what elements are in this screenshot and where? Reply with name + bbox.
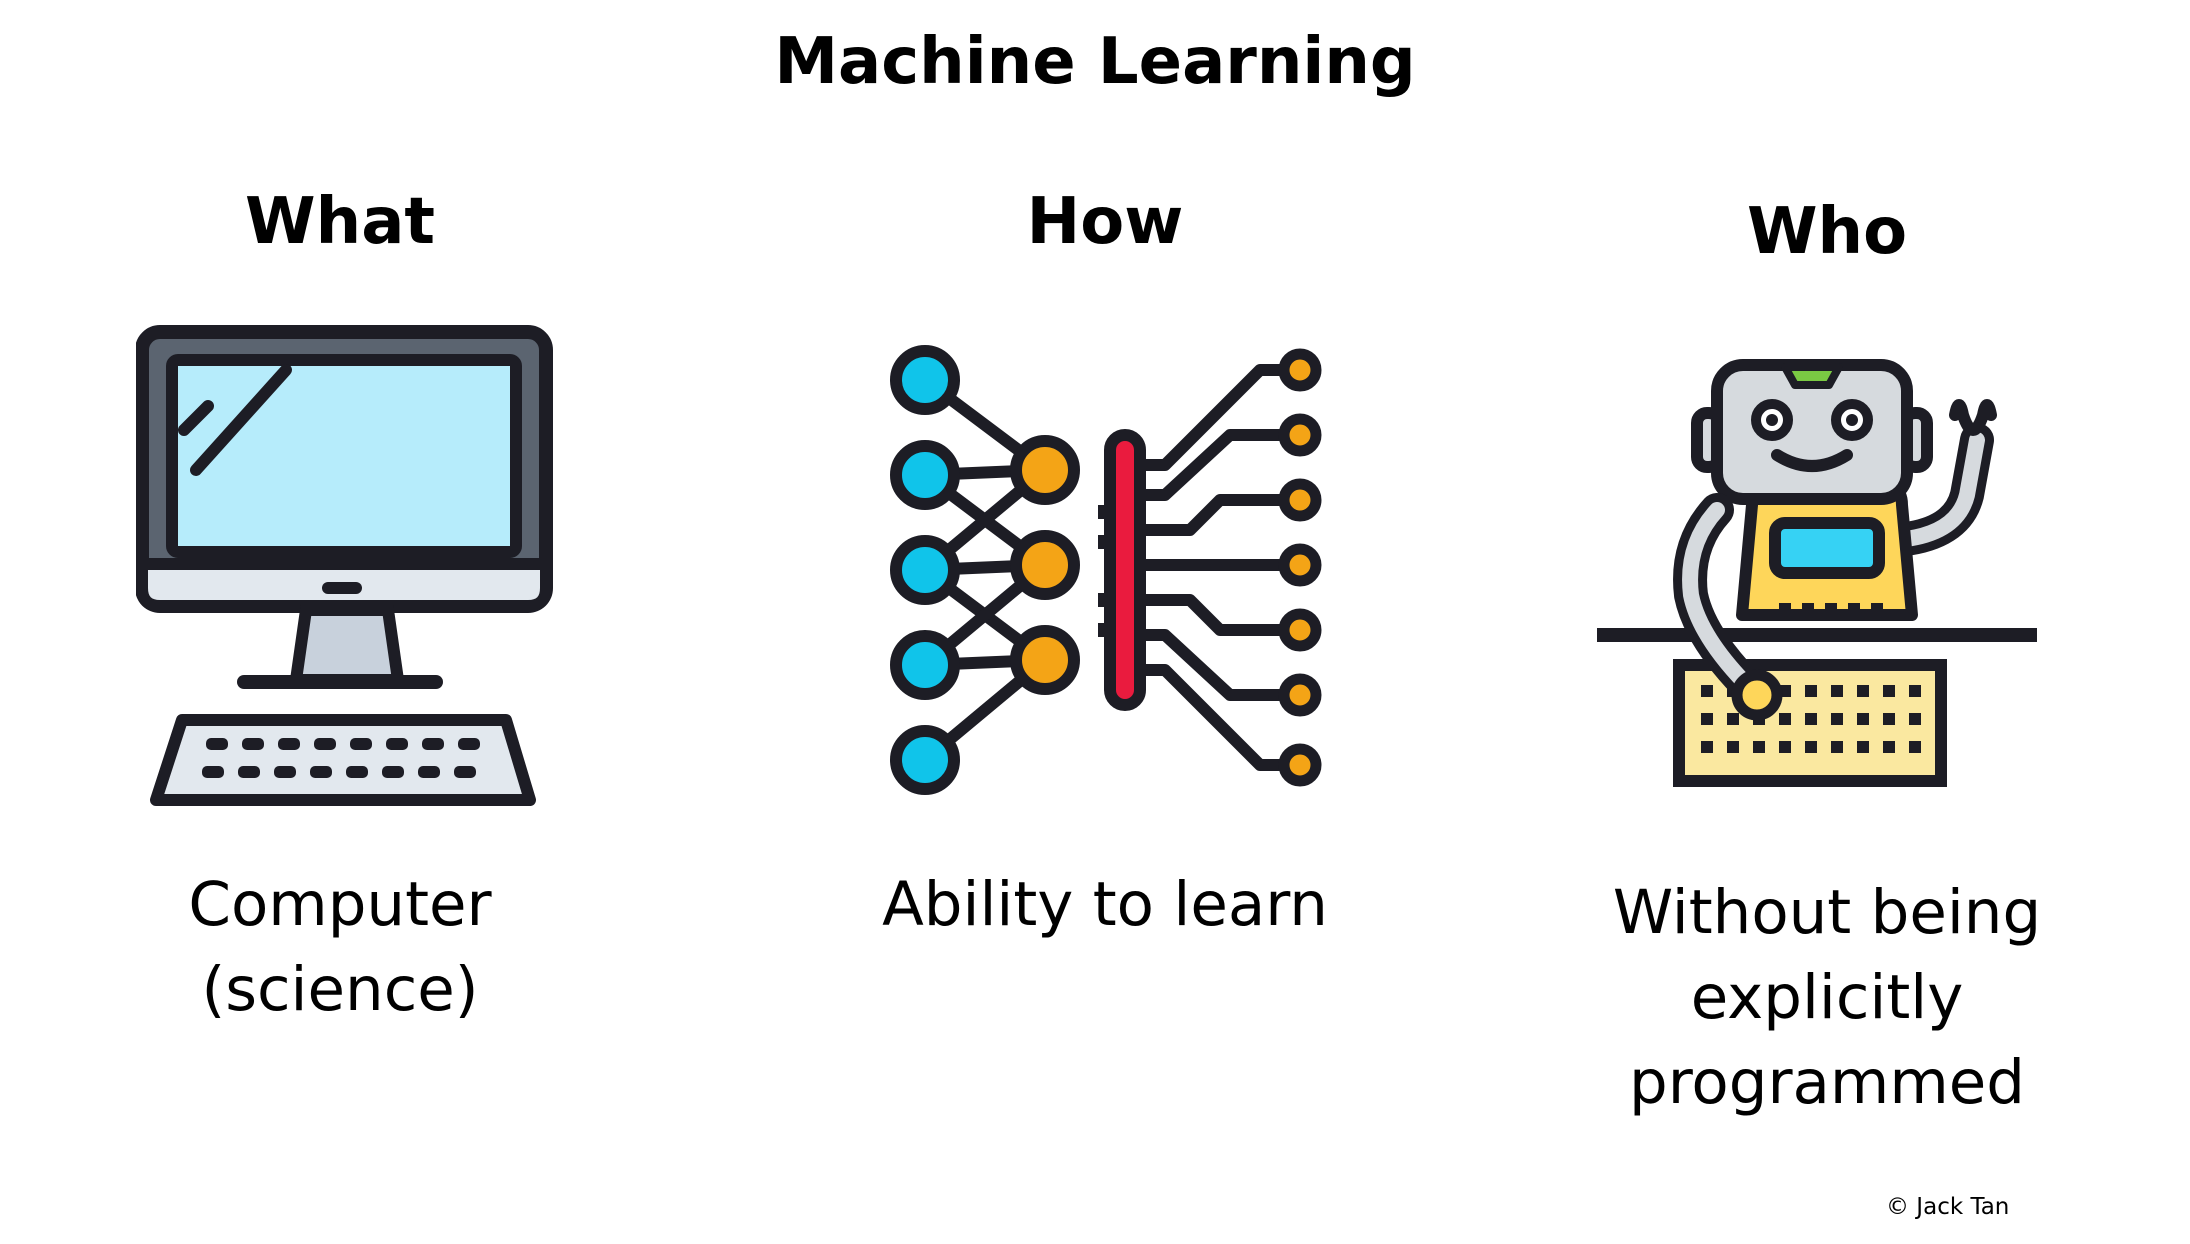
caption-line: programmed <box>1628 1047 2026 1118</box>
caption-line: Without being <box>1612 877 2042 948</box>
column-caption-who: Without being explicitly programmed <box>1447 870 2190 1125</box>
column-heading-who: Who <box>1746 195 1908 269</box>
column-caption-what: Computer (science) <box>0 862 720 1032</box>
robot-typing-icon <box>1597 359 2037 787</box>
column-heading-how: How <box>1026 185 1184 259</box>
neural-network-icon <box>890 345 1322 795</box>
column-how: How <box>725 0 1485 1244</box>
caption-line: Ability to learn <box>882 869 1328 940</box>
computer-icon <box>136 325 553 806</box>
column-heading-what: What <box>245 185 435 259</box>
copyright-notice: © Jack Tan <box>1886 1194 2010 1220</box>
column-who: Who <box>1447 0 2190 1244</box>
column-what: What Computer (science) <box>0 0 720 1244</box>
caption-line: explicitly <box>1690 962 1964 1033</box>
caption-line: Computer <box>188 869 492 940</box>
column-caption-how: Ability to learn <box>725 862 1485 947</box>
caption-line: (science) <box>201 954 479 1025</box>
page-title: Machine Learning <box>774 25 1416 99</box>
